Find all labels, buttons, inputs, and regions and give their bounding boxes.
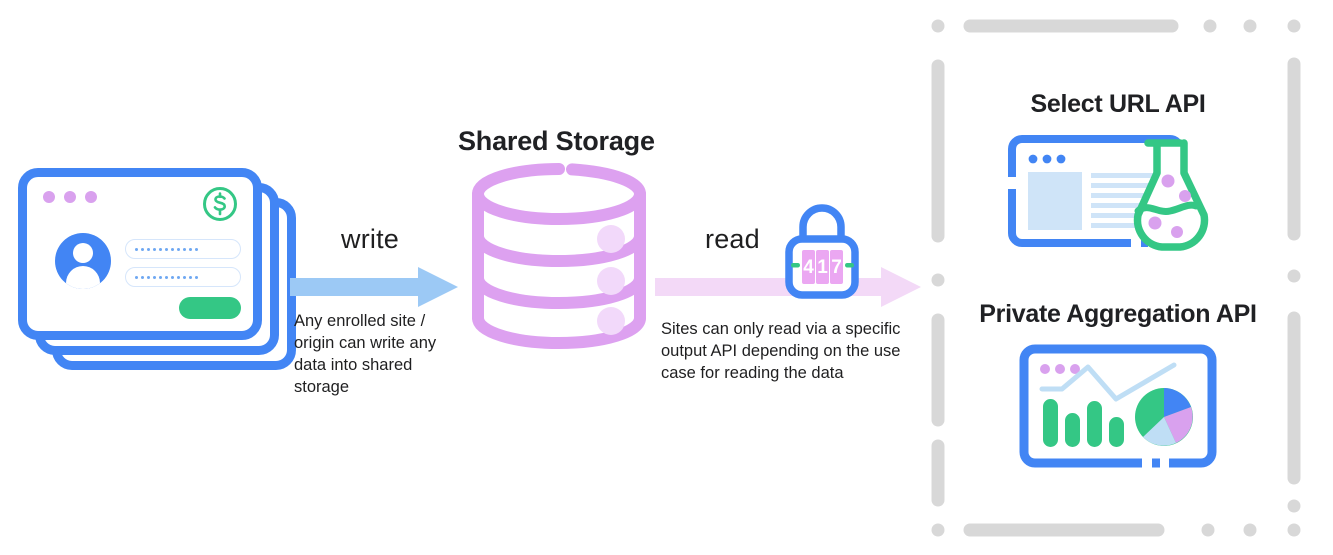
- arrow-right-icon: [290, 266, 458, 313]
- password-field-2[interactable]: [125, 267, 241, 287]
- padlock-combination-icon: 4 1 7: [779, 203, 865, 304]
- window-dot-icon: [64, 191, 76, 203]
- database-cylinder-icon: [466, 160, 652, 357]
- read-label: read: [705, 224, 760, 254]
- storage-title: Shared Storage: [458, 126, 655, 156]
- write-caption: Any enrolled site / origin can write any…: [294, 312, 437, 396]
- output-api-select-url[interactable]: Select URL API: [918, 90, 1318, 251]
- output-apis-panel: Select URL API: [918, 8, 1318, 546]
- password-field-1[interactable]: [125, 239, 241, 259]
- window-dot-icon: [85, 191, 97, 203]
- window-dot-icon: [43, 191, 55, 203]
- window-dots: [43, 191, 97, 203]
- enrolled-sites-cards: [18, 168, 298, 370]
- write-label: write: [341, 224, 400, 254]
- read-caption: Sites can only read via a specific outpu…: [661, 320, 901, 382]
- svg-text:4: 4: [803, 257, 814, 278]
- svg-text:7: 7: [831, 257, 842, 278]
- dollar-circle-icon: [201, 185, 239, 223]
- browser-window-flask-icon: [918, 133, 1318, 251]
- masked-value: [135, 247, 198, 251]
- browser-window-charts-icon: [918, 343, 1318, 469]
- user-avatar-icon: [55, 233, 111, 289]
- submit-button[interactable]: [179, 297, 241, 319]
- svg-text:1: 1: [817, 257, 828, 278]
- site-card-front: [18, 168, 262, 340]
- api-title: Select URL API: [1030, 90, 1206, 118]
- api-title: Private Aggregation API: [979, 300, 1257, 328]
- output-api-private-aggregation[interactable]: Private Aggregation API: [918, 300, 1318, 469]
- masked-value: [135, 275, 198, 279]
